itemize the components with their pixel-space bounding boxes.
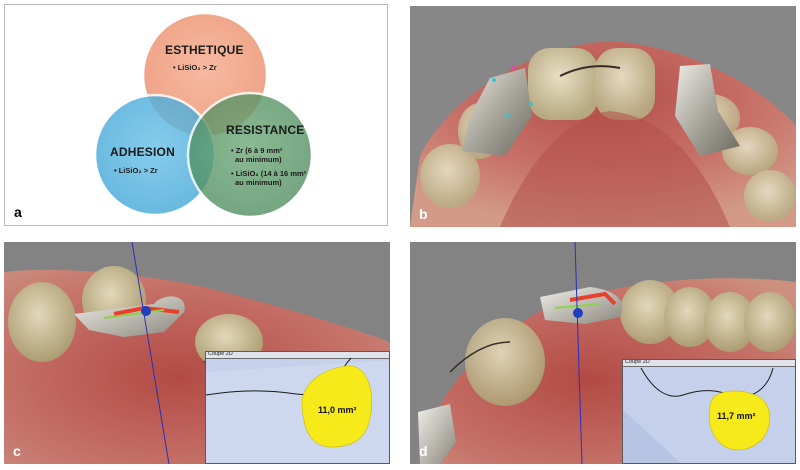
venn-svg xyxy=(93,11,314,219)
inset-header: Coupe 2D xyxy=(206,352,389,359)
area-measurement-label: 11,0 mm² xyxy=(318,405,357,415)
resistance-item-1: • Zr (6 à 9 mm² xyxy=(231,146,283,155)
inset-title: Coupe 2D xyxy=(208,351,233,357)
arch-scan-image xyxy=(410,41,796,227)
adhesion-title: ADHESION xyxy=(110,145,175,159)
cross-section-plot xyxy=(206,357,389,463)
coupe-2d-inset: Coupe 2D 11,0 mm² xyxy=(205,351,390,464)
panel-c-3d-scan: Coupe 2D 11,0 mm² c xyxy=(4,242,390,464)
resistance-item-3: • LiSiO₂ (14 à 16 mm² xyxy=(231,169,307,178)
area-measurement-label: 11,7 mm² xyxy=(717,411,756,421)
inset-header: Coupe 2D xyxy=(623,360,795,367)
adhesion-item-1: • LiSiO₂ > Zr xyxy=(114,166,158,175)
esthetique-item-1: • LiSiO₂ > Zr xyxy=(173,63,217,72)
panel-a-venn-diagram: ESTHETIQUE • LiSiO₂ > Zr ADHESION • LiSi… xyxy=(4,4,388,226)
circle-resistance xyxy=(186,91,314,219)
resistance-title: RESISTANCE xyxy=(226,123,305,137)
panel-d-3d-scan: Coupe 2D 11,7 mm² d xyxy=(410,242,796,464)
inset-title: Coupe 2D xyxy=(625,359,650,365)
coupe-2d-inset: Coupe 2D 11,7 mm² xyxy=(622,359,796,464)
panel-letter-b: b xyxy=(419,206,428,222)
cross-section-plot xyxy=(623,367,774,463)
resistance-item-4: au minimum) xyxy=(235,178,282,187)
panel-letter-c: c xyxy=(13,443,21,459)
esthetique-title: ESTHETIQUE xyxy=(165,43,244,57)
panel-b-3d-scan: b xyxy=(410,6,796,227)
panel-letter-a: a xyxy=(14,204,22,220)
resistance-item-2: au minimum) xyxy=(235,155,282,164)
panel-letter-d: d xyxy=(419,443,428,459)
